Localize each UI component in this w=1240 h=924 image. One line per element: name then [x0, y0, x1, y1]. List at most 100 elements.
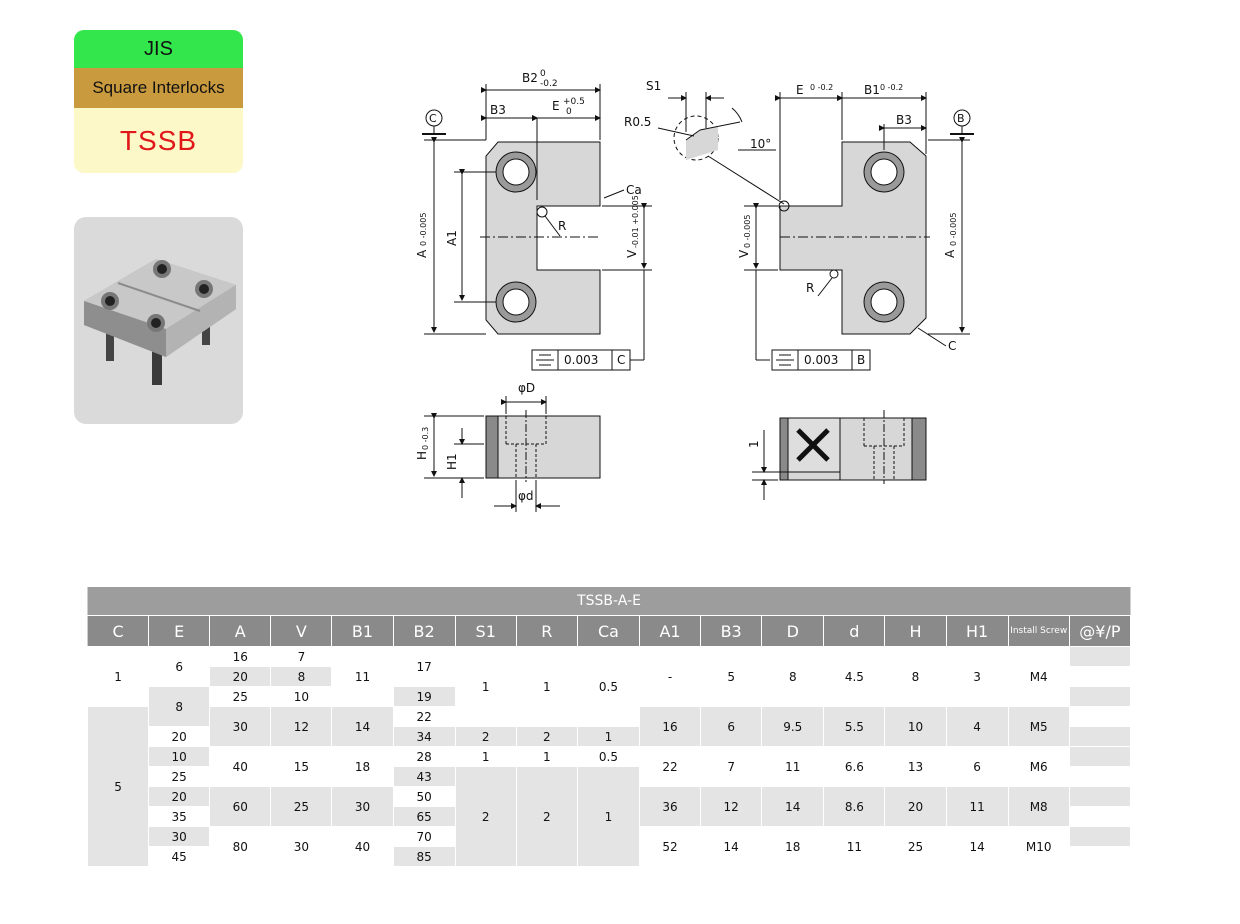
dim-h1: H1: [445, 453, 459, 470]
cell: 22: [392, 706, 456, 727]
cell: 4.5: [823, 646, 886, 707]
cell: 1: [454, 746, 517, 767]
cell: 20: [209, 666, 272, 687]
table-row: 20 60 25 30 50 36 12 14 8.6 20 11 M8: [88, 786, 1132, 827]
svg-text:0 -0.005: 0 -0.005: [949, 213, 958, 246]
table-row: 25 43 2 2 1: [88, 766, 1132, 867]
cell: M8: [1007, 786, 1070, 827]
price-cell: [1068, 706, 1132, 727]
cell: 22: [638, 746, 702, 787]
label-r-left: R: [558, 219, 566, 233]
svg-text:0 -0.005: 0 -0.005: [743, 215, 752, 248]
product-badge: JIS Square Interlocks TSSB: [74, 30, 243, 173]
table-row: 20 34 2 2 1: [88, 726, 1132, 747]
cell: 5: [86, 706, 150, 867]
fcf-left-value: 0.003: [564, 353, 598, 367]
cell: 8: [761, 646, 825, 707]
cell: 10: [270, 686, 333, 707]
price-cell: [1068, 826, 1132, 847]
col-header: H1: [946, 615, 1009, 647]
cell: M4: [1007, 646, 1070, 707]
cell: 18: [761, 826, 825, 867]
cell: 30: [148, 826, 211, 847]
cell: 1: [454, 646, 517, 727]
cell: 36: [638, 786, 702, 827]
table-row: 5 30 12 14 22 16 6 9.5 5.5 10 4 M5: [86, 706, 1132, 867]
cell: 4: [945, 706, 1009, 747]
cell: 25: [209, 686, 272, 707]
cell: 9.5: [761, 706, 825, 747]
dim-b2: B2: [522, 71, 538, 85]
price-cell: [1068, 686, 1132, 707]
svg-text:-0.2: -0.2: [540, 79, 558, 89]
cell: 15: [270, 746, 333, 787]
cell: 50: [392, 786, 456, 807]
label-r05: R0.5: [624, 115, 651, 129]
cell: 2: [454, 766, 517, 867]
cell: 1: [576, 726, 640, 747]
table-row: 45 85: [88, 846, 1132, 867]
cell: 12: [270, 706, 333, 747]
cell: 40: [331, 826, 394, 867]
cell: 10: [148, 746, 211, 767]
col-header: H: [884, 615, 947, 647]
label-s1: S1: [646, 79, 661, 93]
cell: 0.5: [576, 746, 640, 767]
cell: 6: [945, 746, 1009, 787]
col-header: D: [761, 615, 825, 647]
square-interlock-photo-icon: [84, 259, 236, 385]
cell: 11: [331, 646, 394, 707]
cell: 2: [515, 726, 578, 747]
cell: 5.5: [823, 706, 886, 747]
table-row: 10 40 15 18 28 1 1 0.5 22 7 11 6.6 13 6 …: [88, 746, 1132, 787]
label-angle: 10°: [750, 137, 771, 151]
price-cell: [1068, 846, 1132, 867]
cell: M10: [1007, 826, 1070, 867]
product-code: TSSB: [74, 108, 243, 173]
col-header: S1: [455, 615, 517, 647]
label-c: C: [948, 339, 956, 353]
col-header: A: [209, 615, 272, 647]
cell: 8: [270, 666, 333, 687]
spec-table: TSSB-A-E C E A V B1 B2 S1 R Ca A1 B3 D d…: [86, 587, 1132, 867]
cell: 65: [392, 806, 456, 827]
table-row: 20 8: [88, 666, 1132, 687]
cell: 25: [270, 786, 333, 827]
dim-v-right: V: [737, 249, 751, 258]
table-row: 1 6 16 7 11 17 1 1 0.5 - 5 8 4.5 8 3 M4: [86, 646, 1132, 727]
cell: 17: [392, 646, 456, 687]
cell: 11: [823, 826, 886, 867]
cell: 40: [209, 746, 272, 787]
svg-text:+0.5: +0.5: [563, 97, 585, 107]
dim-b3-right: B3: [896, 113, 912, 127]
cell: 16: [209, 646, 272, 667]
cell: 14: [945, 826, 1009, 867]
cell: 34: [392, 726, 456, 747]
cell: 14: [700, 826, 763, 867]
cell: 20: [884, 786, 947, 827]
cell: 30: [270, 826, 333, 867]
dim-a-left: A: [415, 249, 429, 258]
price-cell: [1068, 666, 1132, 687]
col-header: Install Screw: [1008, 615, 1070, 647]
cell: 7: [700, 746, 763, 787]
cell: 20: [148, 726, 211, 747]
cell: 25: [884, 826, 947, 867]
col-header: B1: [331, 615, 394, 647]
cell: 8: [148, 686, 211, 727]
cell: 80: [209, 826, 272, 867]
dim-b3-left: B3: [490, 103, 506, 117]
cell: 8: [884, 646, 947, 707]
dim-v-left: V: [625, 249, 639, 258]
svg-text:0: 0: [540, 69, 546, 79]
label-r-right: R: [806, 281, 814, 295]
cell: 52: [638, 826, 702, 867]
cell: 1: [515, 746, 578, 767]
dim-b1: B1: [864, 83, 880, 97]
cell: -: [638, 646, 702, 707]
cell: 6: [700, 706, 763, 747]
svg-text:0 -0.3: 0 -0.3: [421, 427, 430, 450]
cell: 60: [209, 786, 272, 827]
datum-c: C: [429, 112, 437, 125]
cell: M5: [1007, 706, 1070, 747]
